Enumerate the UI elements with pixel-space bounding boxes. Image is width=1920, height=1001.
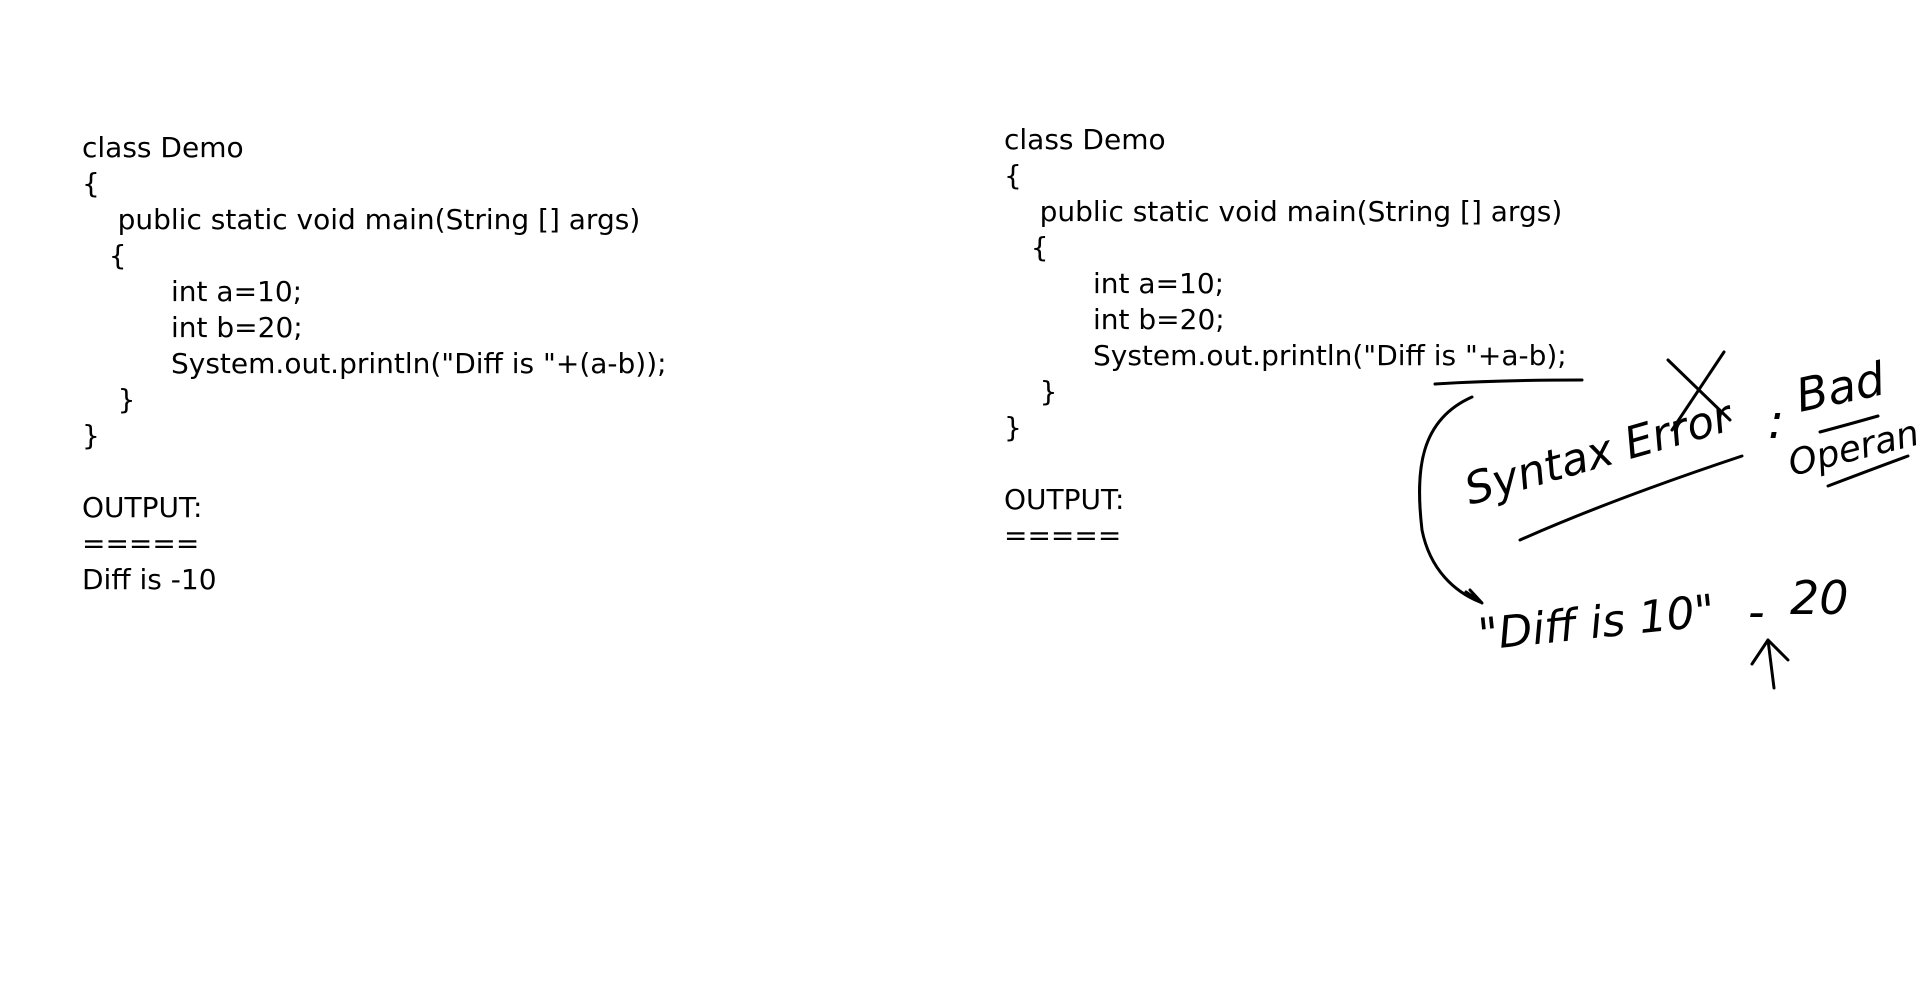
code-line: { [82,239,127,272]
underline-stroke [1826,454,1910,488]
code-line: public static void main(String [] args) [1004,195,1563,228]
minus-note: - [1748,585,1765,639]
up-arrow-head [1750,638,1790,666]
colon-note: : [1768,394,1784,450]
code-line: System.out.println("Diff is "+a-b); [1004,339,1567,372]
output-divider: ===== [82,527,200,560]
curved-arrow-head [1464,588,1484,605]
output-label: OUTPUT: [82,491,203,524]
output-value: Diff is -10 [82,563,217,596]
code-line: int a=10; [1004,267,1225,300]
code-line: { [1004,231,1049,264]
code-line: System.out.println("Diff is "+(a-b)); [82,347,667,380]
code-line: } [82,383,136,416]
expression-note: "Diff is 10" [1476,585,1717,661]
code-line: int a=10; [82,275,303,308]
code-line: } [82,419,100,452]
code-line: int b=20; [82,311,303,344]
twenty-note: 20 [1790,571,1849,625]
code-line: } [1004,375,1058,408]
cross-stroke [1666,358,1732,422]
code-line: { [82,167,100,200]
output-divider: ===== [1004,519,1122,552]
underline-stroke [1518,454,1744,542]
bad-note: Bad [1791,351,1890,422]
operand-note: Operand [1784,407,1920,485]
code-line: int b=20; [1004,303,1225,336]
cross-stroke [1670,350,1726,432]
code-line: class Demo [82,131,244,164]
curved-arrow [1418,395,1482,604]
code-line: public static void main(String [] args) [82,203,641,236]
syntax-error-note: Syntax Error [1459,390,1740,516]
output-label: OUTPUT: [1004,483,1125,516]
underline-stroke [1818,414,1880,434]
up-arrow [1766,638,1776,690]
code-line: { [1004,159,1022,192]
underline-stroke [1433,378,1584,386]
code-line: } [1004,411,1022,444]
code-line: class Demo [1004,123,1166,156]
